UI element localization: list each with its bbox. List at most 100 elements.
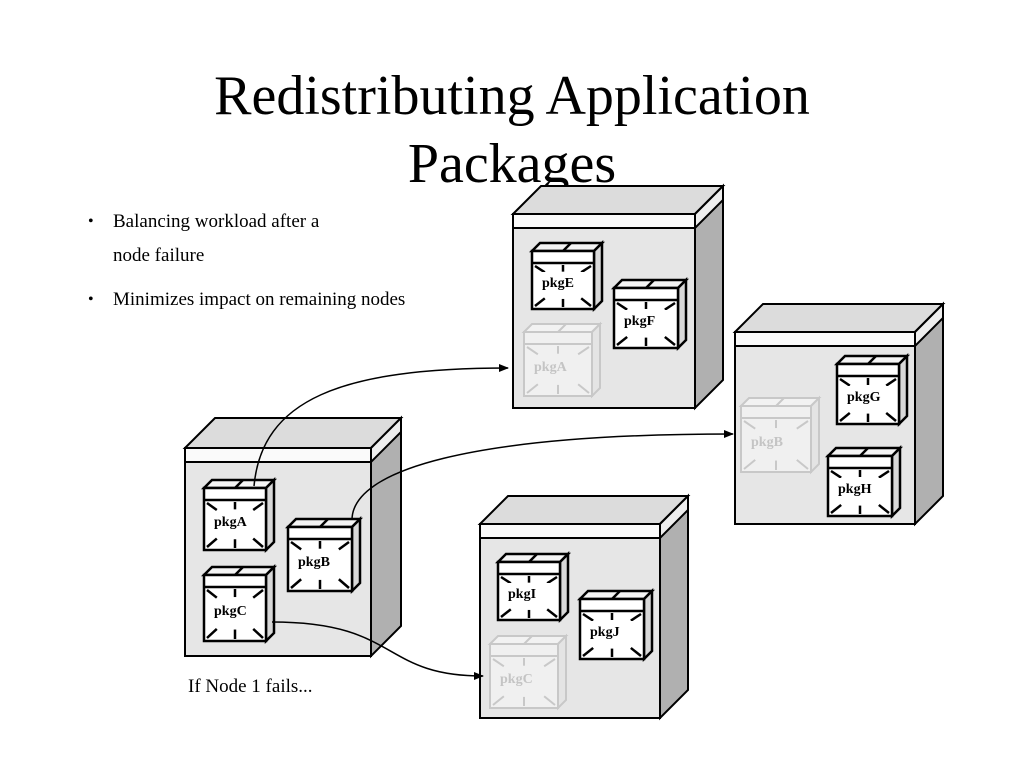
- package-pkgb: pkgB: [284, 515, 364, 595]
- package-side: [591, 321, 601, 399]
- package-label-bg: [504, 583, 554, 603]
- package-ray: [580, 297, 592, 307]
- package-ray: [252, 589, 264, 599]
- package-label-bg: [530, 356, 586, 376]
- package-ray: [492, 658, 505, 668]
- package-ray: [839, 377, 851, 387]
- package-label-bg: [620, 310, 672, 330]
- node-lid-side: [659, 493, 689, 541]
- package-ray: [338, 578, 350, 589]
- package-top-seam: [234, 479, 244, 489]
- package-top-seam: [528, 553, 538, 563]
- package-top-seam: [562, 242, 572, 252]
- package-ray: [616, 335, 628, 346]
- package-ray: [577, 383, 590, 394]
- package-label-bg: [210, 600, 260, 620]
- package-label-bg: [834, 478, 886, 498]
- package-top-seam: [611, 590, 621, 600]
- slide-title: Redistributing Application Packages: [0, 62, 1024, 198]
- package-label: pkgA: [214, 515, 248, 530]
- package-pkgh: pkgH: [824, 444, 904, 520]
- package-label: pkgC: [500, 672, 533, 687]
- package-ray: [206, 589, 218, 599]
- package-ray: [830, 503, 842, 514]
- package-ray: [796, 459, 809, 470]
- slide-title-line-2: Packages: [407, 133, 617, 195]
- package-top-seam: [523, 635, 533, 645]
- package-pkgi: pkgI: [494, 550, 572, 624]
- package-label: pkgI: [508, 587, 536, 602]
- package-label: pkgH: [838, 482, 872, 497]
- package-ray: [534, 264, 546, 274]
- package-ray: [500, 608, 512, 618]
- node-lid-side: [370, 415, 402, 465]
- package-ray: [580, 264, 592, 274]
- package-ray: [743, 420, 756, 430]
- node-lid: [184, 447, 372, 463]
- failover-arrow-pkgc: [271, 621, 484, 680]
- package-ray: [290, 578, 302, 589]
- package-pkgj: pkgJ: [576, 587, 656, 663]
- node-top: [510, 185, 726, 215]
- package-pkga: pkgA: [200, 476, 278, 554]
- package-ray: [206, 537, 218, 548]
- package-ray: [630, 646, 642, 657]
- package-label: pkgE: [542, 276, 574, 291]
- package-ray: [664, 301, 676, 311]
- package-pkgf: pkgF: [610, 276, 690, 352]
- package-ray: [252, 501, 264, 512]
- package-ray: [543, 658, 556, 668]
- package-ray: [338, 540, 350, 551]
- package-ray: [616, 301, 628, 311]
- package-top-seam: [234, 566, 244, 576]
- package-label: pkgG: [847, 390, 881, 405]
- package-ray: [830, 469, 842, 479]
- package-label: pkgA: [534, 360, 568, 375]
- package-top-seam: [557, 323, 567, 333]
- package-label-bg: [843, 386, 893, 406]
- node-lid: [479, 523, 661, 539]
- package-ray: [526, 346, 539, 356]
- package-label-bg: [210, 511, 260, 531]
- package-top-seam: [319, 518, 329, 528]
- node-top: [732, 303, 946, 333]
- package-ray: [206, 627, 218, 639]
- package-ray: [543, 695, 556, 706]
- package-ray: [206, 501, 218, 512]
- package-label-bg: [538, 272, 588, 292]
- package-ray: [743, 459, 756, 470]
- package-side: [557, 633, 567, 711]
- package-ray: [252, 627, 264, 639]
- package-ray: [492, 695, 505, 706]
- package-ray: [577, 346, 590, 356]
- node-top: [182, 417, 404, 449]
- package-ray: [885, 377, 897, 387]
- package-top-seam: [867, 355, 877, 365]
- package-ray: [796, 420, 809, 430]
- package-label: pkgB: [298, 555, 330, 570]
- package-label-bg: [586, 621, 638, 641]
- adopted-package-pkgb: pkgB: [738, 395, 822, 475]
- package-label-bg: [294, 551, 346, 571]
- bullet-item-1: Balancing workload after a node failure: [88, 205, 343, 273]
- package-label: pkgB: [751, 435, 783, 450]
- package-ray: [885, 411, 897, 422]
- package-ray: [500, 575, 512, 585]
- package-label: pkgC: [214, 604, 247, 619]
- package-ray: [534, 297, 546, 307]
- package-top-seam: [859, 447, 869, 457]
- package-ray: [664, 335, 676, 346]
- node-lid: [734, 331, 916, 347]
- node-lid-side: [694, 183, 724, 231]
- package-label-bg: [747, 431, 805, 451]
- caption-text: If Node 1 fails...: [188, 676, 313, 697]
- package-label: pkgJ: [590, 625, 620, 640]
- package-ray: [839, 411, 851, 422]
- package-ray: [546, 608, 558, 618]
- adopted-package-pkgc: pkgC: [487, 633, 569, 711]
- package-ray: [526, 383, 539, 394]
- bullet-list: Balancing workload after a node failure …: [88, 205, 405, 327]
- failover-arrow-pkgb: [351, 430, 734, 521]
- package-pkge: pkgE: [528, 239, 606, 313]
